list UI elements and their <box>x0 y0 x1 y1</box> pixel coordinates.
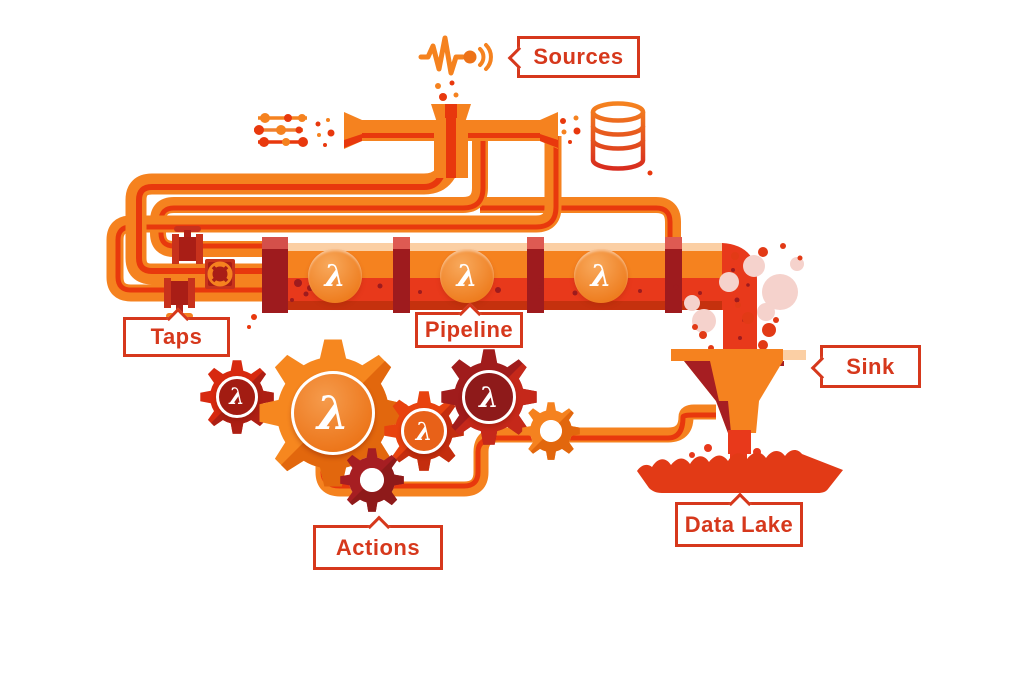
gear-lambda-badge: λ <box>291 371 375 455</box>
actions-gear-cluster <box>185 309 592 525</box>
label-sink: Sink <box>820 345 921 388</box>
gear-lambda-badge: λ <box>462 370 516 424</box>
label-taps: Taps <box>123 317 230 357</box>
central-funnel-pipe <box>431 104 471 178</box>
label-data-lake: Data Lake <box>675 502 803 547</box>
abacus-source-icon <box>254 113 308 147</box>
gear-icon <box>510 390 592 472</box>
splash-bubbles <box>684 243 804 351</box>
label-actions: Actions <box>313 525 443 570</box>
pipeline-lambda-badge: λ <box>574 249 628 303</box>
gear-lambda-badge: λ <box>401 408 447 454</box>
gear-lambda-badge: λ <box>216 376 258 418</box>
data-dots <box>315 80 581 147</box>
pipeline-lambda-badge: λ <box>440 249 494 303</box>
label-pipeline: Pipeline <box>415 312 523 348</box>
database-source-icon <box>590 101 653 176</box>
lake-icon <box>637 450 843 493</box>
pipeline-couplings <box>393 237 682 313</box>
gate-valve-top-icon <box>172 226 203 264</box>
label-sources: Sources <box>517 36 640 78</box>
wheel-valve-icon <box>205 259 235 289</box>
pipeline-lambda-badge: λ <box>308 249 362 303</box>
funnel-sink-icon <box>671 349 806 433</box>
waveform-source-icon <box>418 35 493 76</box>
pipeline-end-cap <box>262 237 288 313</box>
